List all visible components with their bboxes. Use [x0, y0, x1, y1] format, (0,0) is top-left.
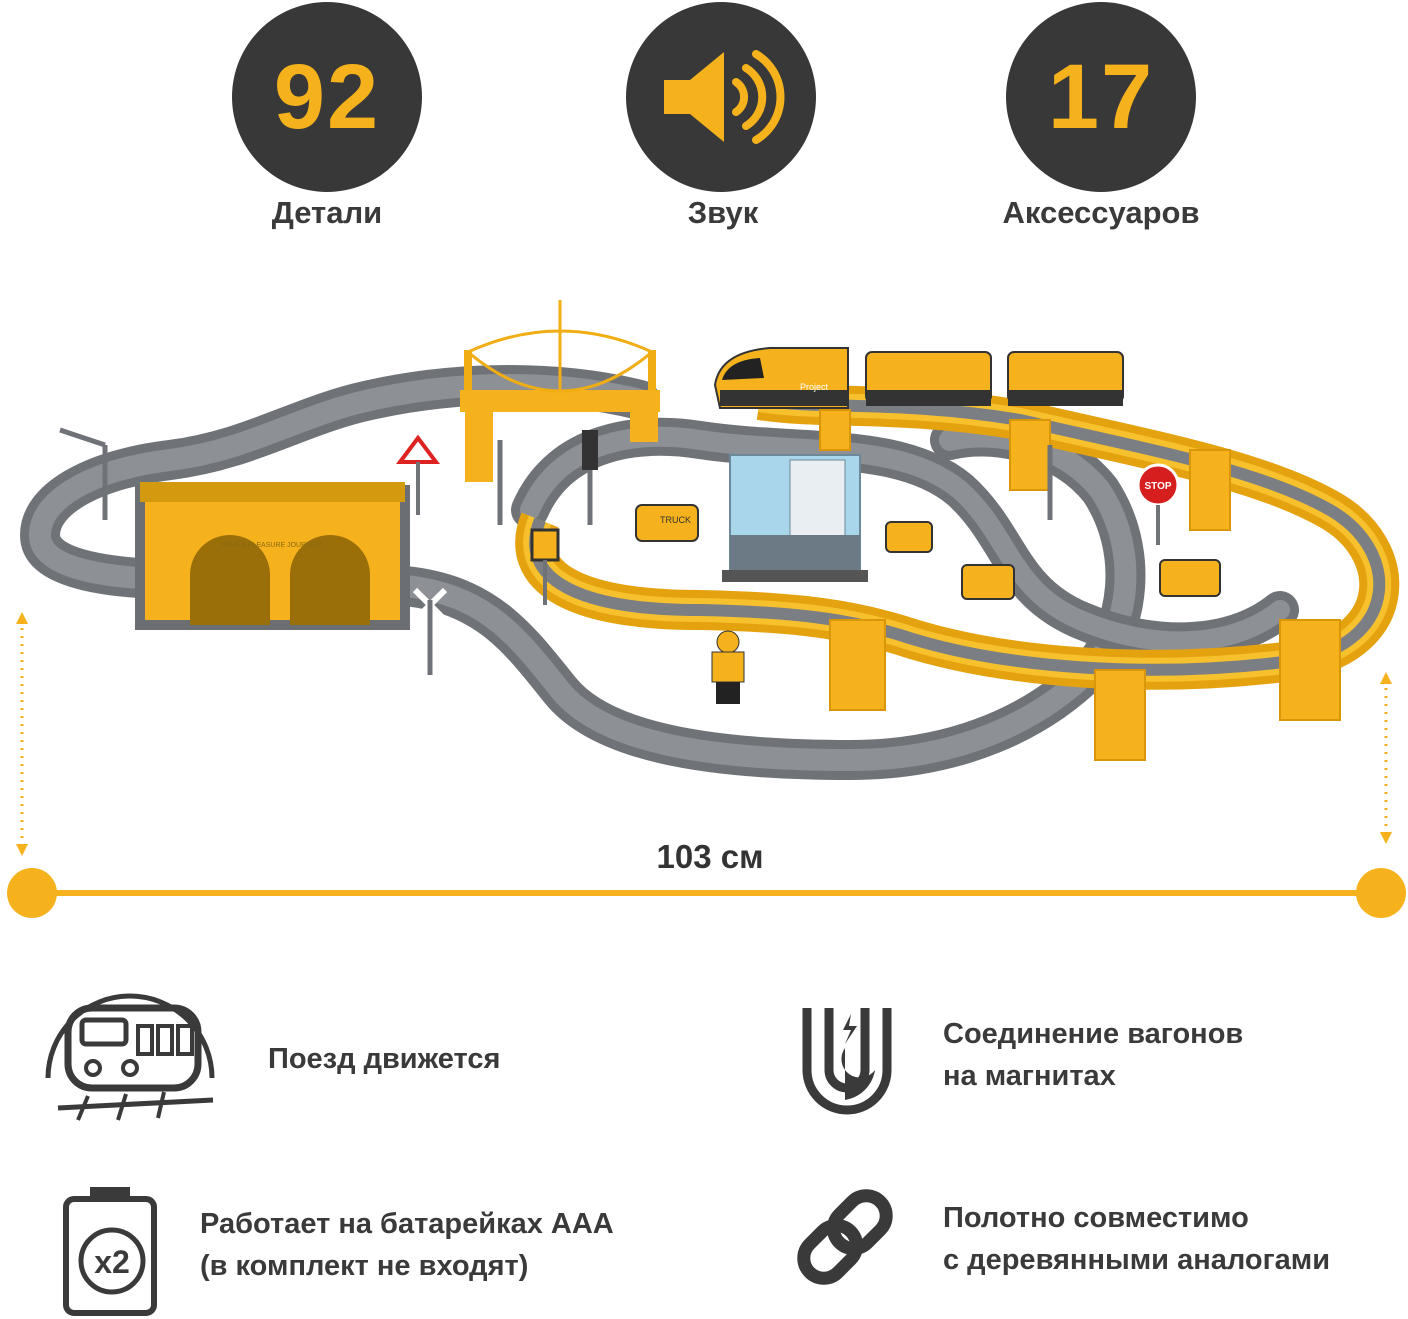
street-accessories: STOP [59, 427, 1180, 675]
train-icon [45, 993, 215, 1121]
feature-line: с деревянными аналогами [943, 1244, 1331, 1276]
tunnel-text: HAVE A PLEASURE JOURNEY! [221, 542, 322, 549]
magnet-icon [802, 1008, 892, 1115]
badge-accessories: 17 [1006, 2, 1196, 192]
train-text: Project [800, 382, 829, 392]
feature-line: Работает на батарейках ААА [200, 1208, 614, 1240]
dimension-indicator [7, 612, 1406, 918]
toy-train: Project [713, 347, 1124, 409]
battery-x2-icon: x2 [63, 1187, 157, 1316]
badge-sound [626, 2, 816, 192]
feature-train-text: Поезд движется [268, 1038, 500, 1080]
feature-line: на магнитах [943, 1060, 1116, 1092]
accessories-label: Аксессуаров [1002, 195, 1200, 230]
toy-vehicles [635, 504, 1221, 600]
feature-battery-text: Работает на батарейках ААА (в комплект н… [200, 1203, 614, 1287]
stop-sign-text: STOP [1144, 481, 1171, 492]
suspension-bridge [460, 300, 660, 482]
worker-figure [711, 630, 745, 704]
tunnel: HAVE A PLEASURE JOURNEY! [135, 482, 410, 630]
feature-magnet-text: Соединение вагонов на магнитах [943, 1013, 1243, 1097]
feature-compat-text: Полотно совместимо с деревянными аналога… [943, 1197, 1330, 1281]
dimension-label: 103 см [656, 838, 764, 875]
track-pillars [819, 409, 1341, 761]
railway-set-illustration: HAVE A PLEASURE JOURNEY! Project TRUCK [19, 300, 1400, 780]
speaker-icon [664, 50, 785, 144]
feature-line: Поезд движется [268, 1043, 501, 1075]
parts-count: 92 [273, 46, 381, 148]
construction-building [722, 454, 868, 582]
feature-line: Полотно совместимо [943, 1202, 1249, 1234]
battery-count: x2 [94, 1244, 130, 1280]
feature-line: Соединение вагонов [943, 1018, 1244, 1050]
badge-parts: 92 [232, 2, 422, 192]
chain-link-icon [797, 1189, 893, 1285]
feature-line: (в комплект не входят) [200, 1250, 529, 1282]
sound-label: Звук [687, 195, 759, 230]
parts-label: Детали [271, 195, 383, 230]
accessories-count: 17 [1047, 46, 1155, 148]
truck-text: TRUCK [660, 515, 691, 525]
